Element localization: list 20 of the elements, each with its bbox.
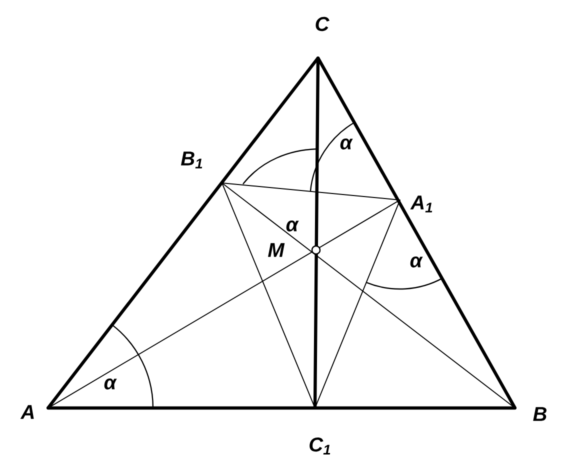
point-label: C$_{1}$ xyxy=(310,437,330,455)
point-label: B$_{1}$ xyxy=(180,152,202,168)
line-segment xyxy=(46,56,320,410)
line-segment xyxy=(222,182,400,200)
point-label: B xyxy=(533,407,546,421)
point-label: A$_{1}$ xyxy=(410,196,432,212)
angle-label: α xyxy=(286,220,299,232)
point-label: C xyxy=(316,16,330,32)
angle-label: α xyxy=(340,138,353,150)
line-segment xyxy=(48,200,400,408)
line-segment xyxy=(222,182,316,408)
point-label: M xyxy=(268,243,285,257)
line-segment xyxy=(316,56,516,410)
point-label: A xyxy=(20,405,34,419)
line-segment xyxy=(314,200,400,408)
angle-label: α xyxy=(104,378,117,390)
line-segment xyxy=(46,406,516,410)
line-segment xyxy=(222,182,516,408)
line-segment xyxy=(313,56,320,410)
angle-label: α xyxy=(410,256,423,268)
